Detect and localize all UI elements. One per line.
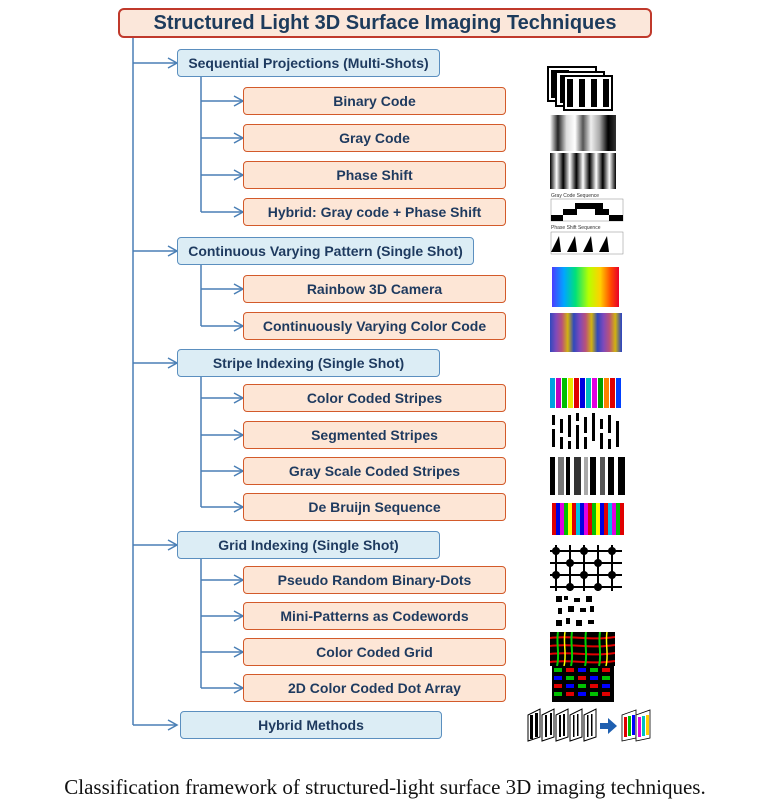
gray-code-pattern-image (550, 115, 616, 151)
leaf-binary-code: Binary Code (243, 87, 506, 115)
category-stripe-indexing: Stripe Indexing (Single Shot) (177, 349, 440, 377)
category-grid-indexing: Grid Indexing (Single Shot) (177, 531, 440, 559)
diagram-title: Structured Light 3D Surface Imaging Tech… (118, 8, 652, 38)
mini-patterns-image (556, 596, 594, 626)
leaf-color-coded-grid: Color Coded Grid (243, 638, 506, 666)
gray-code-sequence-label: Gray Code Sequence (551, 193, 599, 199)
pseudo-random-dots-image (550, 545, 622, 591)
segmented-stripes-image (552, 413, 619, 449)
continuous-color-pattern-image (550, 313, 622, 352)
rainbow-pattern-image (552, 267, 619, 307)
color-coded-grid-image (550, 632, 615, 666)
leaf-rainbow-3d-camera: Rainbow 3D Camera (243, 275, 506, 303)
figure-caption: Classification framework of structured-l… (64, 775, 706, 799)
leaf-gray-scale-coded-stripes: Gray Scale Coded Stripes (243, 457, 506, 485)
color-dot-array-image (552, 666, 614, 702)
leaf-hybrid-gray-phase: Hybrid: Gray code + Phase Shift (243, 198, 506, 226)
category-sequential-projections: Sequential Projections (Multi-Shots) (177, 49, 440, 77)
category-hybrid-methods: Hybrid Methods (180, 711, 442, 739)
leaf-de-bruijn-sequence: De Bruijn Sequence (243, 493, 506, 521)
leaf-gray-code: Gray Code (243, 124, 506, 152)
leaf-mini-patterns-codewords: Mini-Patterns as Codewords (243, 602, 506, 630)
gray-scale-stripes-image (550, 457, 626, 495)
arrow-head (167, 719, 179, 731)
leaf-continuously-varying-color-code: Continuously Varying Color Code (243, 312, 506, 340)
phase-shift-pattern-image (550, 153, 616, 189)
category-continuous-varying-pattern: Continuous Varying Pattern (Single Shot) (177, 237, 474, 265)
leaf-color-coded-stripes: Color Coded Stripes (243, 384, 506, 412)
hybrid-sequence-pattern-image: Gray Code Sequence Phase Shift Sequence (550, 193, 624, 255)
leaf-2d-color-coded-dot-array: 2D Color Coded Dot Array (243, 674, 506, 702)
hybrid-methods-image (527, 708, 651, 742)
color-coded-stripes-image (550, 378, 621, 408)
leaf-pseudo-random-binary-dots: Pseudo Random Binary-Dots (243, 566, 506, 594)
leaf-segmented-stripes: Segmented Stripes (243, 421, 506, 449)
leaf-phase-shift: Phase Shift (243, 161, 506, 189)
binary-code-pattern-image (547, 66, 613, 111)
de-bruijn-sequence-image (552, 503, 624, 535)
phase-shift-sequence-label: Phase Shift Sequence (551, 225, 601, 231)
